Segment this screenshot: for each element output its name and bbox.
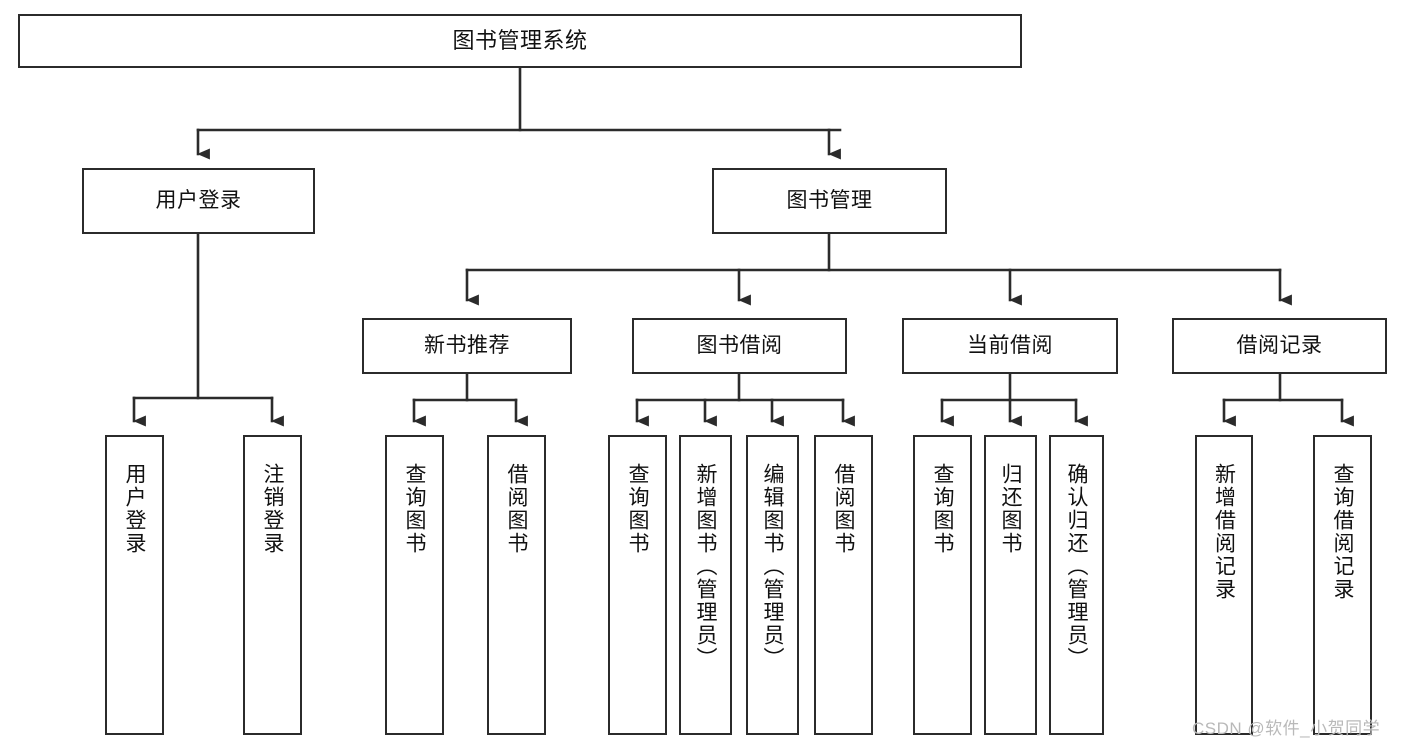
node-label: 图书借阅	[696, 333, 783, 357]
node-label: 借阅记录	[1236, 333, 1323, 357]
leaf-return-book[interactable]: 归还图书	[984, 435, 1037, 735]
node-label: 图书管理系统	[452, 28, 588, 54]
node-label: 注销登录	[261, 463, 284, 555]
leaf-query-book-1[interactable]: 查询图书	[385, 435, 444, 735]
node-label: 编辑图书（管理员）	[761, 463, 784, 670]
leaf-query-borrow-record[interactable]: 查询借阅记录	[1313, 435, 1372, 735]
leaf-query-book-2[interactable]: 查询图书	[608, 435, 667, 735]
node-label: 新增图书（管理员）	[694, 463, 717, 670]
leaf-add-borrow-record[interactable]: 新增借阅记录	[1195, 435, 1253, 735]
node-label: 新增借阅记录	[1212, 463, 1236, 601]
node-label: 借阅图书	[505, 463, 528, 555]
node-label: 借阅图书	[832, 463, 855, 555]
node-book-borrow[interactable]: 图书借阅	[632, 318, 847, 374]
csdn-watermark: CSDN @软件_小贺同学	[1192, 719, 1381, 738]
leaf-user-login[interactable]: 用户登录	[105, 435, 164, 735]
leaf-add-book-admin[interactable]: 新增图书（管理员）	[679, 435, 732, 735]
leaf-borrow-book-2[interactable]: 借阅图书	[814, 435, 873, 735]
node-label: 用户登录	[123, 463, 146, 555]
node-root-system[interactable]: 图书管理系统	[18, 14, 1022, 68]
node-label: 图书管理	[786, 188, 873, 212]
node-label: 归还图书	[999, 463, 1022, 555]
leaf-user-logout[interactable]: 注销登录	[243, 435, 302, 735]
node-current-borrow[interactable]: 当前借阅	[902, 318, 1118, 374]
leaf-edit-book-admin[interactable]: 编辑图书（管理员）	[746, 435, 799, 735]
leaf-borrow-book-1[interactable]: 借阅图书	[487, 435, 546, 735]
node-label: 查询图书	[403, 463, 426, 555]
node-label: 确认归还（管理员）	[1065, 463, 1088, 670]
node-label: 查询图书	[931, 463, 954, 555]
leaf-query-book-3[interactable]: 查询图书	[913, 435, 972, 735]
node-book-manage[interactable]: 图书管理	[712, 168, 947, 234]
node-label: 新书推荐	[424, 333, 510, 357]
node-user-login[interactable]: 用户登录	[82, 168, 315, 234]
node-label: 查询图书	[626, 463, 649, 555]
node-new-book-recommend[interactable]: 新书推荐	[362, 318, 572, 374]
node-label: 查询借阅记录	[1331, 463, 1354, 601]
leaf-confirm-return-admin[interactable]: 确认归还（管理员）	[1049, 435, 1104, 735]
node-label: 用户登录	[155, 188, 242, 212]
node-label: 当前借阅	[967, 333, 1053, 357]
node-borrow-record[interactable]: 借阅记录	[1172, 318, 1387, 374]
